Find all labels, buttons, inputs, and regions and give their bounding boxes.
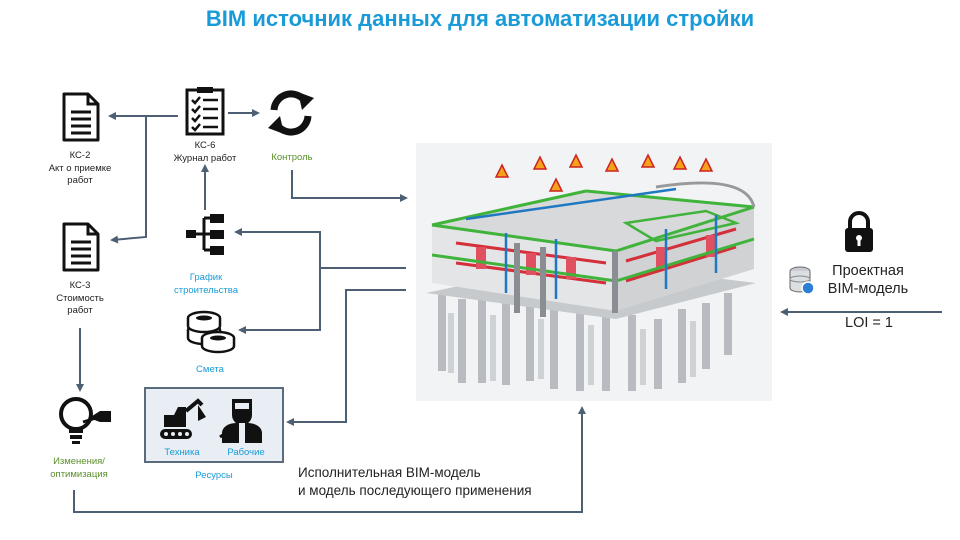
schedule-title: График	[189, 272, 223, 283]
ks6-label: КС-6 Журнал работ	[160, 140, 250, 165]
schedule-title-cont: строительства	[173, 284, 238, 296]
changes-title-cont: оптимизация	[50, 468, 108, 480]
document-icon	[62, 222, 100, 272]
design-model-title: Проектная	[832, 263, 904, 279]
ks3-title-cont: работ	[67, 305, 93, 316]
document-icon	[62, 92, 100, 142]
ks2-code: КС-2	[69, 150, 91, 161]
coins-icon	[186, 310, 236, 354]
worker-icon	[219, 399, 262, 443]
lock-icon	[845, 211, 873, 252]
exec-model-caption: Исполнительная BIM-модель и модель после…	[298, 464, 598, 500]
checklist-icon	[185, 87, 225, 136]
arrow-model-to-resources	[286, 289, 406, 426]
bim-model-image	[416, 143, 772, 401]
ks2-label: КС-2 Акт о приемке работ	[36, 150, 124, 188]
machinery-label: Техника	[164, 447, 200, 458]
resources-label: Ресурсы	[195, 470, 233, 481]
ks3-label: КС-3 Стоимость работ	[36, 280, 124, 318]
design-model-title-cont: BIM-модель	[827, 281, 909, 297]
exec-model-line2: и модель последующего применения	[298, 483, 532, 498]
lightbulb-icon	[59, 397, 111, 444]
arrow-ks6-to-ks3	[110, 116, 147, 244]
control-label: Контроль	[271, 152, 313, 163]
ks3-code: КС-3	[69, 280, 91, 291]
ks2-title-cont: работ	[67, 175, 93, 186]
ks3-title: Стоимость	[56, 292, 104, 304]
ks2-title: Акт о приемке	[48, 162, 112, 174]
estimate-label: Смета	[196, 364, 224, 375]
arrow-changes-to-model	[73, 406, 586, 513]
schedule-label: График строительства	[158, 272, 254, 297]
workers-label: Рабочие	[227, 447, 265, 458]
refresh-icon	[268, 90, 314, 136]
changes-title: Изменения/	[53, 456, 105, 467]
changes-label: Изменения/ оптимизация	[34, 456, 124, 481]
loi-label: LOI = 1	[845, 315, 893, 331]
resources-panel: Техника Рабочие	[144, 387, 284, 463]
design-model-label: Проектная BIM-модель	[810, 262, 926, 298]
excavator-icon	[160, 398, 206, 439]
arrow-control-to-model	[291, 170, 408, 202]
hierarchy-icon	[186, 214, 224, 255]
ks6-title: Журнал работ	[173, 152, 237, 164]
exec-model-line1: Исполнительная BIM-модель	[298, 465, 481, 480]
database-icon	[789, 266, 815, 295]
page-title: BIM источник данных для автоматизации ст…	[205, 6, 755, 31]
arrow-model-to-schedule	[234, 228, 406, 269]
arrow-model-to-estimate	[238, 268, 321, 334]
ks6-code: КС-6	[194, 140, 216, 151]
